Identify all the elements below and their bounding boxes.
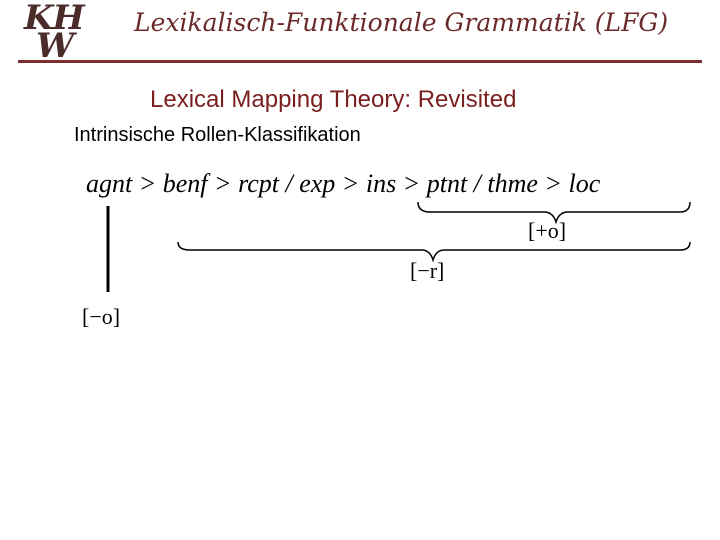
slide-subtitle: Intrinsische Rollen-Klassifikation	[74, 124, 361, 146]
header-divider	[18, 60, 702, 63]
header-title: Lexikalisch-Funktionale Grammatik (LFG)	[134, 8, 669, 37]
role-sequence: agnt > benf > rcpt / exp > ins > ptnt / …	[86, 169, 601, 198]
feature-plus-o: [+o]	[528, 218, 566, 243]
logo-line-2: W	[36, 26, 75, 66]
brace-minus-r	[177, 241, 691, 263]
brace-plus-o	[417, 201, 691, 225]
khw-logo: KH W	[24, 0, 94, 66]
slide-title: Lexical Mapping Theory: Revisited	[150, 86, 517, 113]
logo-line-1: KH	[24, 0, 85, 38]
feature-minus-r: [−r]	[410, 258, 444, 283]
feature-minus-o: [−o]	[82, 304, 120, 329]
